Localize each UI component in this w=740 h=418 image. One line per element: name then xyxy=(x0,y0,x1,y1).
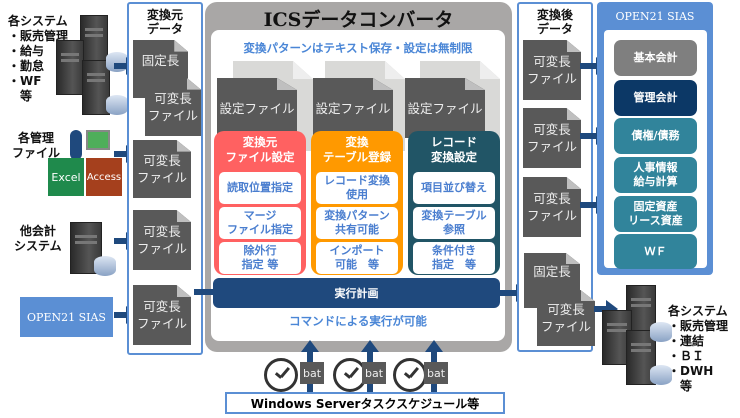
file-label: 可変長 ファイル xyxy=(136,153,187,185)
database-icon xyxy=(94,256,116,276)
file-label: 可変長 ファイル xyxy=(540,302,591,334)
setting-file-icon: 設定ファイル xyxy=(405,78,485,138)
module-basic-accounting: 基本会計 xyxy=(614,40,697,76)
box-item: 読取位置指定 xyxy=(219,172,301,204)
database-icon xyxy=(650,365,672,385)
sias-logo: OPEN21 SIAS xyxy=(615,9,695,23)
converter-subtitle: 変換パターンはテキスト保存・設定は無制限 xyxy=(243,41,473,55)
setting-file-label: 設定ファイル xyxy=(407,101,483,116)
file-label: 可変長 ファイル xyxy=(526,191,577,223)
file-label: 固定長 xyxy=(141,53,180,68)
execution-plan-bar: 実行計画 xyxy=(213,278,500,308)
database-icon xyxy=(650,322,672,342)
file-label: 可変長 ファイル xyxy=(136,224,187,256)
setting-file-label: 設定ファイル xyxy=(219,101,295,116)
box-item: マージ ファイル指定 xyxy=(219,207,301,239)
file-icon: 可変長 ファイル xyxy=(133,140,191,198)
person-icon xyxy=(70,130,82,160)
mgmt-files-label: 各管理 ファイル xyxy=(12,131,61,160)
file-label: 可変長 ファイル xyxy=(526,122,577,154)
module-fixed-assets: 固定資産 リース資産 xyxy=(614,196,697,232)
sias-logo: OPEN21 SIAS xyxy=(20,297,113,337)
clock-icon xyxy=(393,358,427,392)
bat-file-icon: bat xyxy=(362,362,386,384)
module-management-accounting: 管理会計 xyxy=(614,80,697,116)
setting-file-label: 設定ファイル xyxy=(315,101,391,116)
command-note: コマンドによる実行が可能 xyxy=(289,314,427,328)
box-item: 変換テーブル 参照 xyxy=(413,207,495,239)
file-icon: 可変長 ファイル xyxy=(523,177,581,237)
file-label: 固定長 xyxy=(533,264,571,279)
file-label: 可変長 ファイル xyxy=(526,54,577,86)
clock-icon xyxy=(264,358,298,392)
source-file-settings-box: 変換元 ファイル設定 読取位置指定 マージ ファイル指定 除外行 指定 等 xyxy=(214,131,306,275)
bat-file-icon: bat xyxy=(424,362,448,384)
box-title: レコード 変換設定 xyxy=(431,135,477,164)
module-receivables-payables: 債権/債務 xyxy=(614,118,697,154)
bat-file-icon: bat xyxy=(300,362,324,384)
conversion-table-box: 変換 テーブル登録 レコード変換 使用 変換パターン 共有可能 インポート 可能… xyxy=(311,131,403,275)
source-data-title: 変換元 データ xyxy=(146,8,183,36)
database-icon xyxy=(106,95,128,115)
box-item: 項目並び替え xyxy=(413,172,495,204)
box-item: レコード変換 使用 xyxy=(316,172,398,204)
converter-title: ICSデータコンバータ xyxy=(263,9,454,31)
module-hr-payroll: 人事情報 給与計算 xyxy=(614,157,697,193)
record-conversion-box: レコード 変換設定 項目並び替え 変換テーブル 参照 条件付き 指定 等 xyxy=(408,131,500,275)
computer-icon xyxy=(86,130,110,150)
dest-systems-label: 各システム ・販売管理 ・連結 ・ＢＩ ・DWH 等 xyxy=(668,304,729,393)
setting-file-icon: 設定ファイル xyxy=(313,78,393,138)
file-label: 可変長 ファイル xyxy=(136,299,187,331)
file-icon: 可変長 ファイル xyxy=(523,108,581,168)
file-icon: 可変長 ファイル xyxy=(133,285,191,345)
box-item: 除外行 指定 等 xyxy=(219,242,301,274)
dest-data-title: 変換後 データ xyxy=(536,8,573,36)
module-wf: ＷＦ xyxy=(614,234,697,269)
server-icon xyxy=(82,60,110,115)
task-scheduler-box: Windows Serverタスクスケジュール等 xyxy=(225,392,505,414)
connector-line xyxy=(194,289,214,295)
box-item: インポート 可能 等 xyxy=(316,242,398,274)
box-item: 条件付き 指定 等 xyxy=(413,242,495,274)
box-title: 変換元 ファイル設定 xyxy=(225,135,295,164)
box-title: 変換 テーブル登録 xyxy=(322,135,392,164)
server-icon xyxy=(56,40,84,95)
file-icon: 可変長 ファイル xyxy=(133,210,191,270)
file-icon: 可変長 ファイル xyxy=(537,290,595,346)
setting-file-icon: 設定ファイル xyxy=(217,78,297,138)
access-icon: Access xyxy=(86,158,122,196)
file-icon: 可変長 ファイル xyxy=(523,40,581,100)
file-label: 可変長 ファイル xyxy=(147,91,198,123)
file-icon: 可変長 ファイル xyxy=(145,78,201,136)
box-item: 変換パターン 共有可能 xyxy=(316,207,398,239)
excel-icon: Excel xyxy=(48,158,84,196)
other-accounting-label: 他会計 システム xyxy=(14,224,62,253)
source-systems-label: 各システム ・販売管理 ・給与 ・勤怠 ・WF 等 xyxy=(8,14,69,103)
